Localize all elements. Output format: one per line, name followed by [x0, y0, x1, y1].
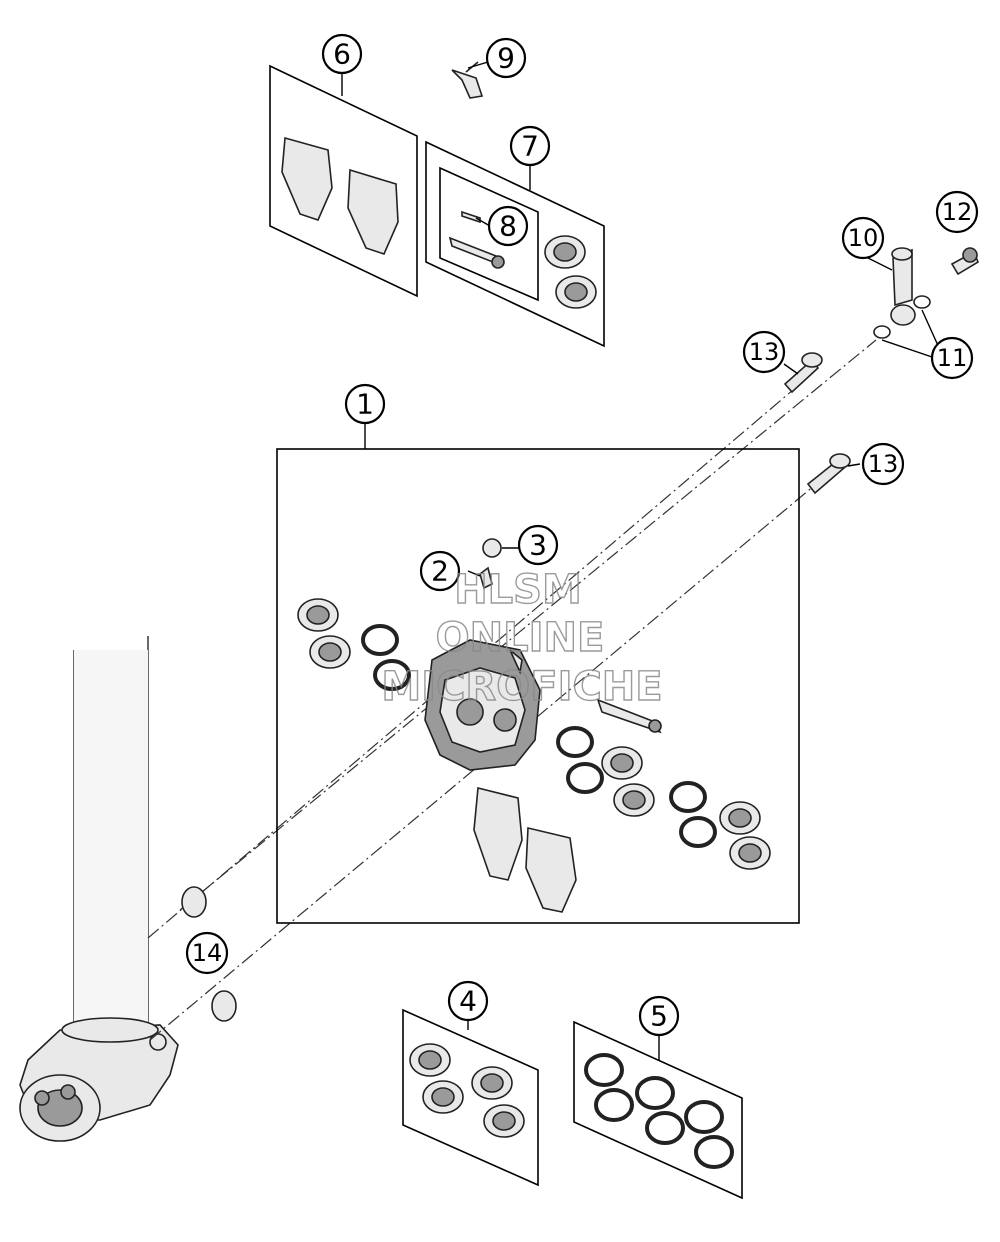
- leader-lines: [341, 61, 941, 1060]
- caliper-assembly-box: [276, 448, 800, 924]
- callout-label: 6: [333, 38, 351, 71]
- repair-kit-box: [425, 140, 605, 348]
- pin-kit-box: [439, 166, 539, 302]
- callout-label: 4: [459, 985, 477, 1018]
- spacers: [181, 886, 237, 1022]
- seal-kit-box: [573, 1020, 743, 1200]
- callout-10: 10: [841, 216, 885, 260]
- fork-leg: [19, 636, 179, 1142]
- callout-label: 12: [942, 198, 973, 226]
- spring-clip: [451, 61, 484, 99]
- banjo-fitting: [890, 247, 916, 326]
- caliper-bolts: [783, 352, 851, 495]
- callout-11: 11: [930, 336, 974, 380]
- caliper-brake-pads: [473, 786, 577, 913]
- watermark-line-1: HLSM: [454, 567, 582, 613]
- callout-2: 2: [419, 550, 461, 592]
- callout-1: 1: [344, 383, 386, 425]
- callout-label: 9: [497, 42, 515, 75]
- callout-5: 5: [638, 995, 680, 1037]
- brake-pad-set: [281, 136, 399, 255]
- repair-kit-parts: [448, 210, 597, 309]
- callout-13-upper: 13: [742, 330, 786, 374]
- callout-label: 14: [192, 939, 223, 967]
- caliper-pin-and-screws: [479, 538, 662, 734]
- caliper-pistons-right: [556, 726, 771, 870]
- piston-kit-box: [402, 1008, 539, 1187]
- callout-label: 13: [868, 450, 899, 478]
- callout-label: 3: [529, 529, 547, 562]
- banjo-washers: [873, 295, 931, 339]
- caliper-body: [424, 639, 541, 771]
- callout-label: 11: [937, 344, 968, 372]
- callout-12: 12: [935, 190, 979, 234]
- callout-6: 6: [321, 33, 363, 75]
- brake-pad-set-box: [269, 64, 418, 298]
- callout-9: 9: [485, 37, 527, 79]
- callout-label: 7: [521, 130, 539, 163]
- callout-label: 2: [431, 555, 449, 588]
- callout-8: 8: [487, 205, 529, 247]
- callout-label: 13: [749, 338, 780, 366]
- callout-label: 10: [848, 224, 879, 252]
- callout-4: 4: [447, 980, 489, 1022]
- callout-7: 7: [509, 125, 551, 167]
- watermark: HLSM ONLINE MICROFICHE: [381, 566, 664, 710]
- caliper-pistons-left: [297, 598, 411, 691]
- callout-3: 3: [517, 524, 559, 566]
- callout-13-lower: 13: [861, 442, 905, 486]
- watermark-line-3: MICROFICHE: [381, 664, 662, 710]
- piston-kit: [409, 1043, 525, 1138]
- seal-kit: [584, 1053, 734, 1169]
- callout-label: 5: [650, 1000, 668, 1033]
- callout-14: 14: [185, 931, 229, 975]
- watermark-line-2: ONLINE: [436, 615, 605, 661]
- callout-label: 1: [356, 388, 374, 421]
- callout-label: 8: [499, 210, 517, 243]
- bleeder-valve: [950, 247, 979, 276]
